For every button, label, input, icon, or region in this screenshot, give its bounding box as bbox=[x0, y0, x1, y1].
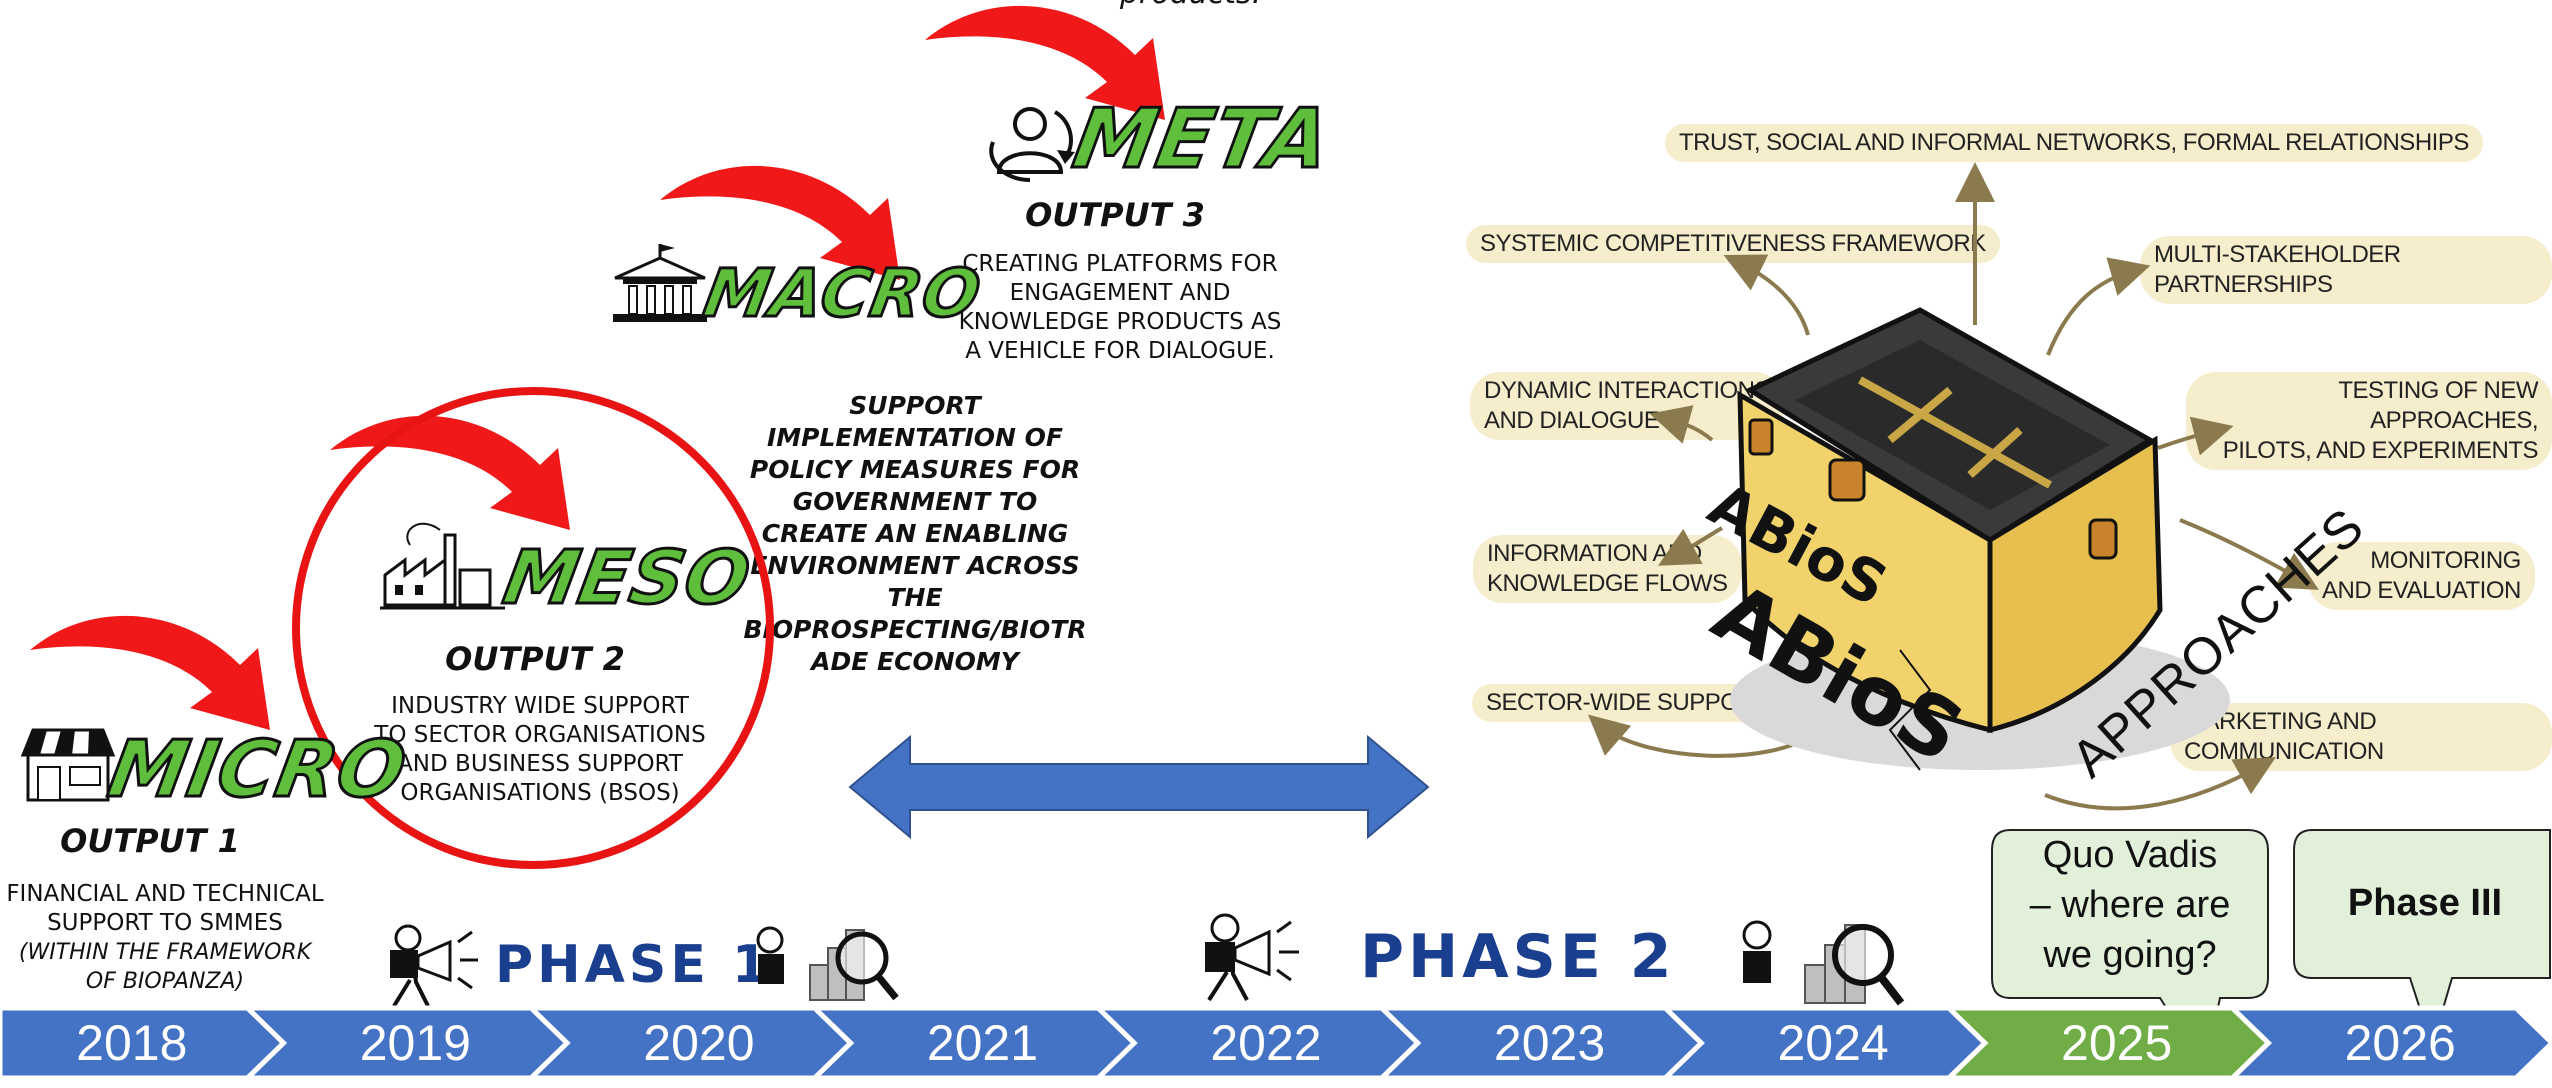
phase-1-label: PHASE 1 bbox=[495, 935, 773, 995]
timeline-year-2025: 2025 bbox=[2061, 1015, 2173, 1071]
macro-policy-description: SUPPORT IMPLEMENTATION OF POLICY MEASURE… bbox=[743, 391, 1087, 676]
analyst-magnifier-icon bbox=[756, 926, 899, 1001]
factory-icon bbox=[380, 522, 505, 610]
approach-testing: TESTING OF NEW APPROACHES, PILOTS, AND E… bbox=[2186, 372, 2552, 470]
shop-icon bbox=[20, 728, 116, 802]
double-headed-arrow-icon bbox=[848, 734, 1430, 840]
phase-3-bubble bbox=[2293, 829, 2551, 1050]
timeline-year-2021: 2021 bbox=[926, 1015, 1039, 1071]
government-building-icon bbox=[613, 244, 707, 322]
person-cycle-icon bbox=[989, 107, 1075, 182]
analyst-magnifier-2-icon bbox=[1742, 920, 1905, 1006]
timeline-chevrons bbox=[0, 1005, 2552, 1081]
approach-trust: TRUST, SOCIAL AND INFORMAL NETWORKS, FOR… bbox=[1665, 124, 2483, 162]
phase-2-label: PHASE 2 bbox=[1360, 922, 1676, 992]
timeline-year-2022: 2022 bbox=[1210, 1015, 1322, 1071]
timeline-year-2019: 2019 bbox=[359, 1015, 471, 1071]
timeline-year-2026: 2026 bbox=[2344, 1015, 2456, 1071]
top-fragment-text: products. bbox=[1120, 0, 1261, 11]
meta-description: CREATING PLATFORMS FOR ENGAGEMENT AND KN… bbox=[958, 251, 1282, 364]
megaphone-person-2-icon bbox=[1205, 913, 1299, 1002]
output-1-label: OUTPUT 1 bbox=[60, 822, 240, 860]
quo-vadis-text: Quo Vadis – where are we going? bbox=[2029, 834, 2231, 976]
approach-multi-stakeholder: MULTI-STAKEHOLDER PARTNERSHIPS bbox=[2140, 236, 2552, 304]
approach-dynamic: DYNAMIC INTERACTIONS AND DIALOGUE bbox=[1470, 372, 1785, 440]
megaphone-person-icon bbox=[390, 924, 478, 1008]
phase-3-text: Phase III bbox=[2347, 882, 2503, 924]
meso-highlight-circle bbox=[292, 387, 774, 869]
toolbox-icon bbox=[1730, 307, 2230, 771]
timeline-year-2018: 2018 bbox=[76, 1015, 188, 1071]
micro-description: FINANCIAL AND TECHNICAL SUPPORT TO SMMES… bbox=[6, 881, 324, 994]
timeline-year-2024: 2024 bbox=[1777, 1015, 1889, 1071]
output-2-label: OUTPUT 2 bbox=[445, 640, 625, 678]
timeline-year-2023: 2023 bbox=[1493, 1015, 1606, 1071]
meso-description: INDUSTRY WIDE SUPPORT TO SECTOR ORGANISA… bbox=[374, 693, 706, 806]
output-3-label: OUTPUT 3 bbox=[1025, 196, 1205, 234]
timeline-year-2020: 2020 bbox=[643, 1015, 755, 1071]
approach-monitoring: MONITORING AND EVALUATION bbox=[2308, 542, 2535, 610]
